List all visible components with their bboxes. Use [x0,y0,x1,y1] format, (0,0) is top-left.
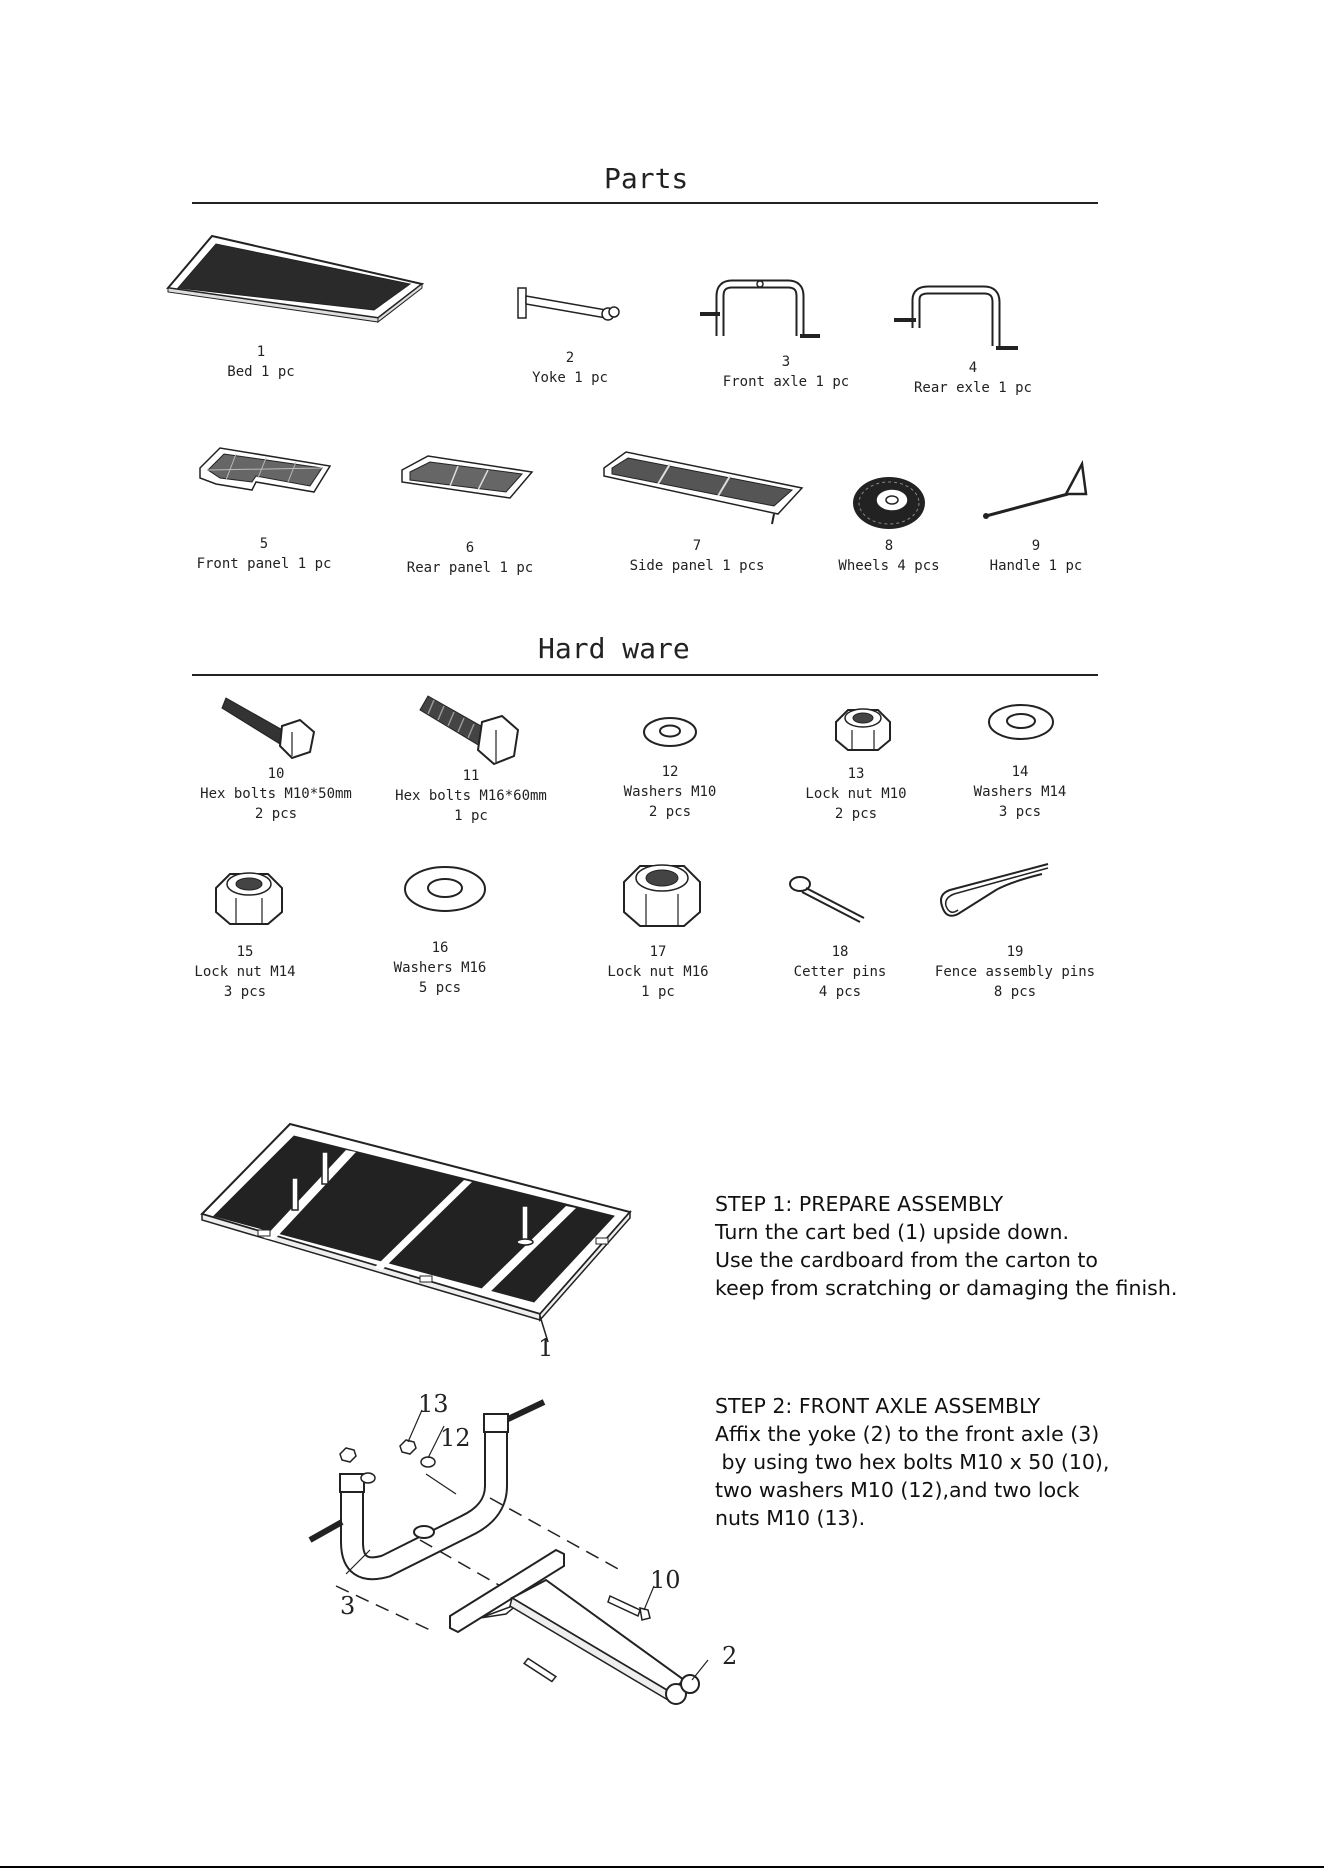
step1-bed-illustration [200,1122,632,1343]
side-panel-icon [603,451,804,525]
washer-icon [643,717,697,747]
washer-icon [404,866,486,912]
step2-callout-12: 12 [440,1424,471,1452]
step2-line: two washers M10 (12),and two lock [715,1478,1080,1502]
hardware-divider [192,674,1098,676]
step2-callout-10: 10 [650,1566,681,1594]
washer-icon [988,704,1054,740]
step1-callout-1: 1 [538,1334,554,1362]
parts-title: Parts [604,162,689,195]
page-bottom-border [0,1866,1324,1868]
parts-divider [192,202,1098,204]
lock-nut-icon [215,872,283,925]
fence-pin-icon [940,863,1049,917]
step2-callout-13: 13 [418,1390,449,1418]
step2-callout-2: 2 [722,1642,738,1670]
step1-title: STEP 1: PREPARE ASSEMBLY [715,1192,1004,1216]
yoke-icon [517,287,620,321]
lock-nut-icon [835,708,891,751]
front-axle-icon [700,279,820,338]
step1-line: Turn the cart bed (1) upside down. [715,1220,1070,1244]
step2-line: by using two hex bolts M10 x 50 (10), [715,1450,1110,1474]
step1-text: STEP 1: PREPARE ASSEMBLY Turn the cart b… [715,1190,1177,1302]
wheel-icon [853,477,925,529]
cotter-pin-icon [789,876,865,923]
hex-bolt-large-icon [419,695,520,766]
step2-line: nuts M10 (13). [715,1506,866,1530]
step2-front-axle-illustration [308,1399,709,1705]
front-panel-icon [199,447,332,493]
rear-axle-icon [894,285,1018,350]
handle-icon [983,459,1088,519]
bed-icon [166,234,425,324]
step2-title: STEP 2: FRONT AXLE ASSEMBLY [715,1394,1041,1418]
hardware-title: Hard ware [538,632,690,665]
step1-line: Use the cardboard from the carton to [715,1248,1098,1272]
rear-panel-icon [401,455,534,499]
step2-line: Affix the yoke (2) to the front axle (3) [715,1422,1100,1446]
step1-line: keep from scratching or damaging the fin… [715,1276,1178,1300]
lock-nut-icon [623,864,701,927]
step2-callout-3: 3 [340,1592,356,1620]
hex-bolt-icon [221,697,316,760]
step2-text: STEP 2: FRONT AXLE ASSEMBLY Affix the yo… [715,1392,1109,1532]
